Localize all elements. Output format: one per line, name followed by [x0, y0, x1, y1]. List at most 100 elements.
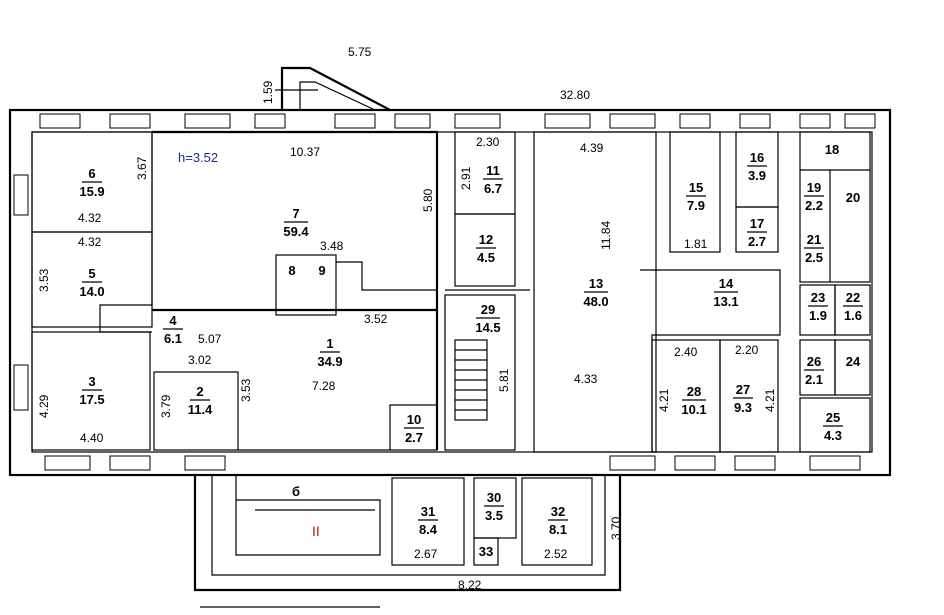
- room-16-area: 3.9: [748, 168, 766, 183]
- room-19-area: 2.2: [805, 198, 823, 213]
- room-12-label: 12 4.5: [476, 232, 496, 265]
- room-32-number: 32: [551, 504, 565, 519]
- room-29-number: 29: [481, 302, 495, 317]
- dimension-label: 2.91: [459, 166, 473, 190]
- room-29-label: 29 14.5: [475, 302, 500, 335]
- room-27-number: 27: [736, 382, 750, 397]
- room-18-number: 18: [825, 142, 839, 157]
- room-11-number: 11: [486, 163, 500, 178]
- room-17-label: 17 2.7: [747, 216, 767, 249]
- dimension-label: 4.32: [78, 235, 102, 249]
- room-7-label: 7 59.4: [283, 206, 309, 239]
- room-32-label: 32 8.1: [548, 504, 568, 537]
- dimension-label: 1.81: [684, 237, 708, 251]
- room-25-label: 25 4.3: [823, 410, 843, 443]
- room-21-number: 21: [807, 232, 821, 247]
- room-22-label: 22 1.6: [843, 290, 863, 323]
- room-4-label: 4 6.1: [163, 313, 183, 346]
- room-30-label: 30 3.5: [484, 490, 504, 523]
- room-19-label: 19 2.2: [804, 180, 824, 213]
- room-2-area: 11.4: [188, 402, 213, 417]
- dimension-label: 3.79: [159, 394, 173, 418]
- stairs: [454, 339, 488, 421]
- room-1-number: 1: [326, 336, 333, 351]
- dimension-label: 8.22: [458, 578, 482, 592]
- room-5-area: 14.0: [79, 284, 104, 299]
- dimension-label: 4.33: [574, 372, 598, 386]
- room-16-label: 16 3.9: [747, 150, 767, 183]
- room-21-area: 2.5: [805, 250, 823, 265]
- room-4-area: 6.1: [164, 331, 182, 346]
- room-1-area: 34.9: [317, 354, 342, 369]
- room-22-number: 22: [846, 290, 860, 305]
- room-7-area: 59.4: [283, 224, 309, 239]
- dimension-label: 4.29: [37, 394, 51, 418]
- room-12-area: 4.5: [477, 250, 495, 265]
- room-24-number: 24: [846, 354, 861, 369]
- dimension-label: 5.80: [421, 188, 435, 212]
- room-15-area: 7.9: [687, 198, 705, 213]
- room-6-area: 15.9: [79, 184, 104, 199]
- room-5-number: 5: [88, 266, 95, 281]
- room-15-number: 15: [689, 180, 703, 195]
- room-26-label: 26 2.1: [804, 354, 824, 387]
- dimension-label: 5.75: [348, 45, 372, 59]
- room-28-label: 28 10.1: [681, 384, 706, 417]
- room-17-number: 17: [750, 216, 764, 231]
- room-30-area: 3.5: [485, 508, 503, 523]
- dimension-label: 2.52: [544, 547, 568, 561]
- room-10-number: 10: [407, 412, 421, 427]
- interior-walls: [31, 130, 871, 566]
- room-3-area: 17.5: [79, 392, 104, 407]
- room-b-number: б: [292, 484, 300, 499]
- dimension-label: 3.70: [609, 516, 623, 540]
- room-23-label: 23 1.9: [808, 290, 828, 323]
- section-marker: II: [312, 523, 320, 539]
- room-19-number: 19: [807, 180, 821, 195]
- dimension-label: 4.40: [80, 431, 104, 445]
- room-33-number: 33: [479, 544, 493, 559]
- room-3-number: 3: [88, 374, 95, 389]
- room-23-area: 1.9: [809, 308, 827, 323]
- room-28-number: 28: [687, 384, 701, 399]
- room-3-label: 3 17.5: [79, 374, 104, 407]
- room-2-number: 2: [196, 384, 203, 399]
- dimension-label: 11.84: [599, 221, 613, 250]
- room-30-number: 30: [487, 490, 501, 505]
- dimension-label: 4.21: [763, 388, 777, 412]
- room-6-number: 6: [88, 166, 95, 181]
- room-27-label: 27 9.3: [733, 382, 753, 415]
- room-26-number: 26: [807, 354, 821, 369]
- room-22-area: 1.6: [844, 308, 862, 323]
- room-25-area: 4.3: [824, 428, 842, 443]
- room-15-label: 15 7.9: [686, 180, 706, 213]
- dimension-label: 1.59: [261, 80, 275, 104]
- dimension-label: 2.30: [476, 135, 500, 149]
- room-7-number: 7: [292, 206, 299, 221]
- room-5-label: 5 14.0: [79, 266, 104, 299]
- room-23-number: 23: [811, 290, 825, 305]
- room-31-number: 31: [421, 504, 435, 519]
- dimension-label: 2.67: [414, 547, 438, 561]
- dimension-label: 7.28: [312, 379, 336, 393]
- room-21-label: 21 2.5: [804, 232, 824, 265]
- room-27-area: 9.3: [734, 400, 752, 415]
- dimension-label: 4.21: [657, 388, 671, 412]
- room-16-number: 16: [750, 150, 764, 165]
- room-17-area: 2.7: [748, 234, 766, 249]
- room-13-area: 48.0: [583, 294, 608, 309]
- dimension-label: 5.81: [497, 368, 511, 392]
- dimension-label: 32.80: [560, 88, 590, 102]
- outer-walls: [8, 66, 892, 608]
- ceiling-height: h=3.52: [178, 150, 218, 165]
- room-12-number: 12: [479, 232, 493, 247]
- room-11-label: 11 6.7: [483, 163, 503, 196]
- dimension-label: 2.40: [674, 345, 698, 359]
- room-labels: 1 34.9 2 11.4 3 17.5 4 6.1 5 14.0 6 15.9: [79, 142, 863, 559]
- dimension-label: 3.48: [320, 239, 344, 253]
- dimension-label: 3.52: [364, 312, 388, 326]
- room-6-label: 6 15.9: [79, 166, 104, 199]
- room-31-label: 31 8.4: [418, 504, 438, 537]
- dimension-label: 5.07: [198, 332, 222, 346]
